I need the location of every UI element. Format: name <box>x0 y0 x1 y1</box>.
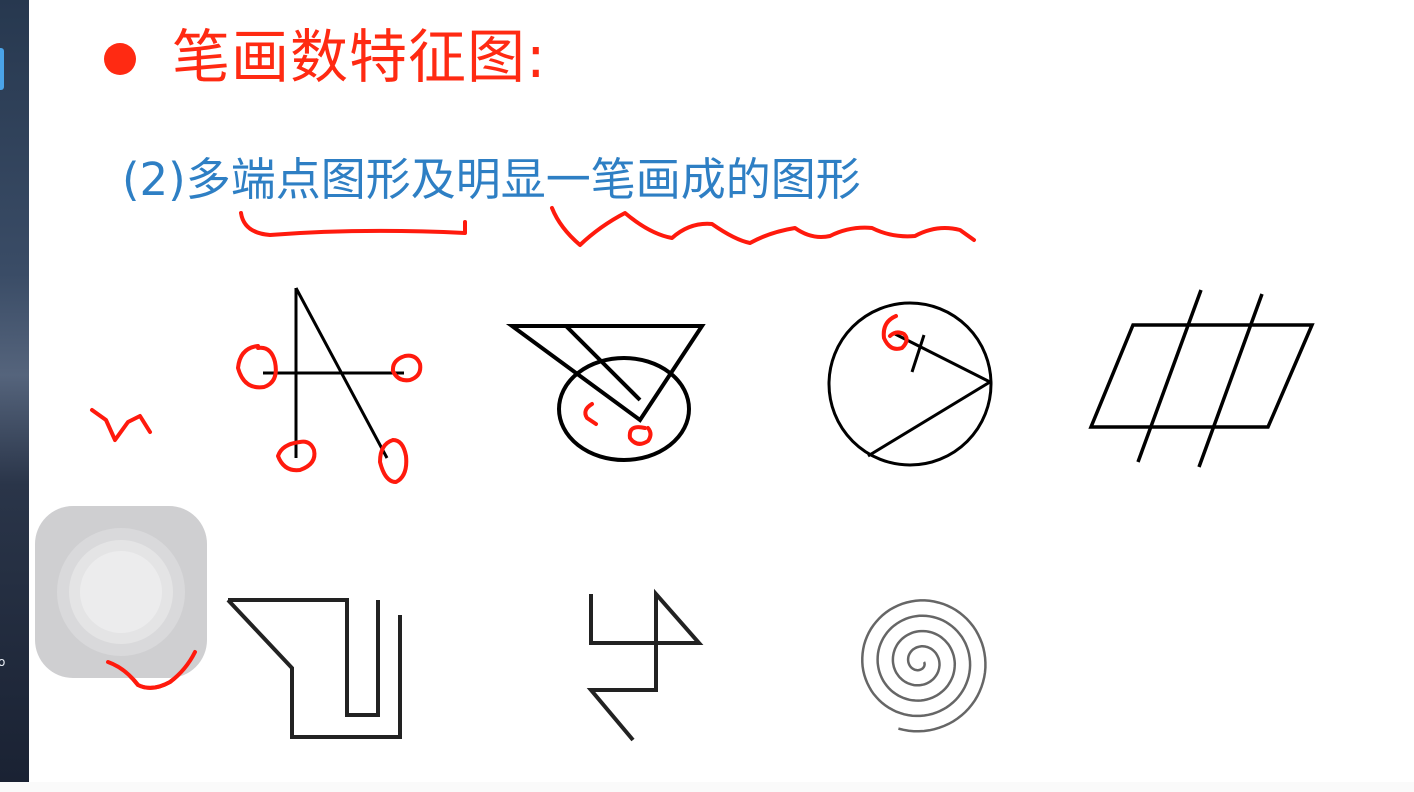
assistive-touch-core <box>80 551 162 633</box>
annotation-endpoint-circles-icon <box>236 344 423 484</box>
annotation-underline-icon <box>239 211 467 237</box>
notched-u-figure-icon <box>226 598 402 739</box>
letter-a-figure-icon <box>263 287 404 459</box>
triangle-with-ellipse-figure-icon <box>505 324 706 462</box>
slide-title: 笔画数特征图: <box>172 23 547 91</box>
spiral-figure-icon <box>861 599 987 733</box>
desktop-edge-glyph: o <box>0 655 6 669</box>
dock-indicator[interactable] <box>0 48 4 90</box>
annotation-wavy-underline-icon <box>550 206 976 247</box>
slide-subtitle: (2)多端点图形及明显一笔画成的图形 <box>122 153 861 206</box>
bottom-bar <box>0 782 1414 792</box>
desktop-background-strip: o <box>0 0 29 782</box>
presentation-slide <box>29 0 1414 782</box>
circle-with-chevron-figure-icon <box>827 301 993 467</box>
bullet-icon <box>104 43 136 75</box>
parallelogram-with-lines-figure-icon <box>1088 289 1315 468</box>
annotation-marks-icon <box>106 314 909 690</box>
assistive-touch-button[interactable] <box>35 506 207 678</box>
annotation-checkmark-icon <box>90 408 152 442</box>
spiral-path <box>861 599 987 733</box>
zigzag-figure-icon <box>586 588 704 742</box>
